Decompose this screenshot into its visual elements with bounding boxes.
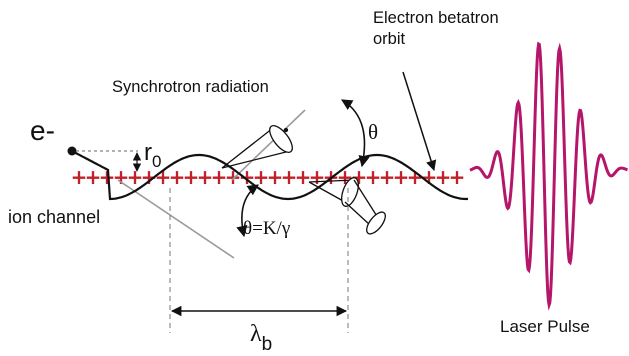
ion-marker: + (267, 165, 284, 189)
ion-channel-label: ion channel (8, 207, 100, 227)
tangent-line-upper (231, 109, 306, 181)
ion-marker: + (113, 165, 130, 189)
theta-label: θ (368, 120, 378, 144)
ion-marker: + (71, 165, 88, 189)
ion-marker: + (393, 165, 410, 189)
ion-channel-markers: ++++++++++++++++++++++++++++ (71, 165, 466, 189)
ion-marker: + (183, 165, 200, 189)
ion-marker: + (85, 165, 102, 189)
ion-marker: + (211, 165, 228, 189)
orbit-label-line2: orbit (373, 30, 406, 48)
theta-arc-lower (236, 184, 259, 238)
electron-dot (67, 146, 77, 156)
ion-marker: + (253, 165, 270, 189)
tangent-line-lower (117, 179, 235, 259)
ion-marker: + (435, 165, 452, 189)
radiation-cone-lower (308, 177, 386, 235)
electron-label: e- (30, 115, 55, 146)
ion-marker: + (281, 165, 298, 189)
ion-marker: + (169, 165, 186, 189)
ion-marker: + (309, 165, 326, 189)
ion-marker: + (99, 165, 116, 189)
ion-marker: + (155, 165, 172, 189)
lambda-label: λb (250, 321, 272, 355)
ion-marker: + (365, 165, 382, 189)
radiation-cone-upper (221, 125, 293, 169)
theta-formula-label: θ=K/γ (243, 218, 290, 239)
orbit-pointer-arrow (402, 71, 437, 172)
ion-marker: + (407, 165, 424, 189)
betatron-orbit (71, 150, 469, 201)
ion-marker: + (197, 165, 214, 189)
orbit-label-line1: Electron betatron (373, 9, 499, 27)
ion-marker: + (379, 165, 396, 189)
laser-pulse-wave (469, 41, 628, 311)
r0-label: r0 (144, 139, 161, 171)
ion-marker: + (141, 165, 158, 189)
theta-arc-upper (341, 99, 370, 168)
ion-marker: + (449, 165, 466, 189)
ion-marker: + (295, 165, 312, 189)
laser-pulse-label: Laser Pulse (500, 317, 590, 336)
synchrotron-label: Synchrotron radiation (112, 78, 269, 96)
